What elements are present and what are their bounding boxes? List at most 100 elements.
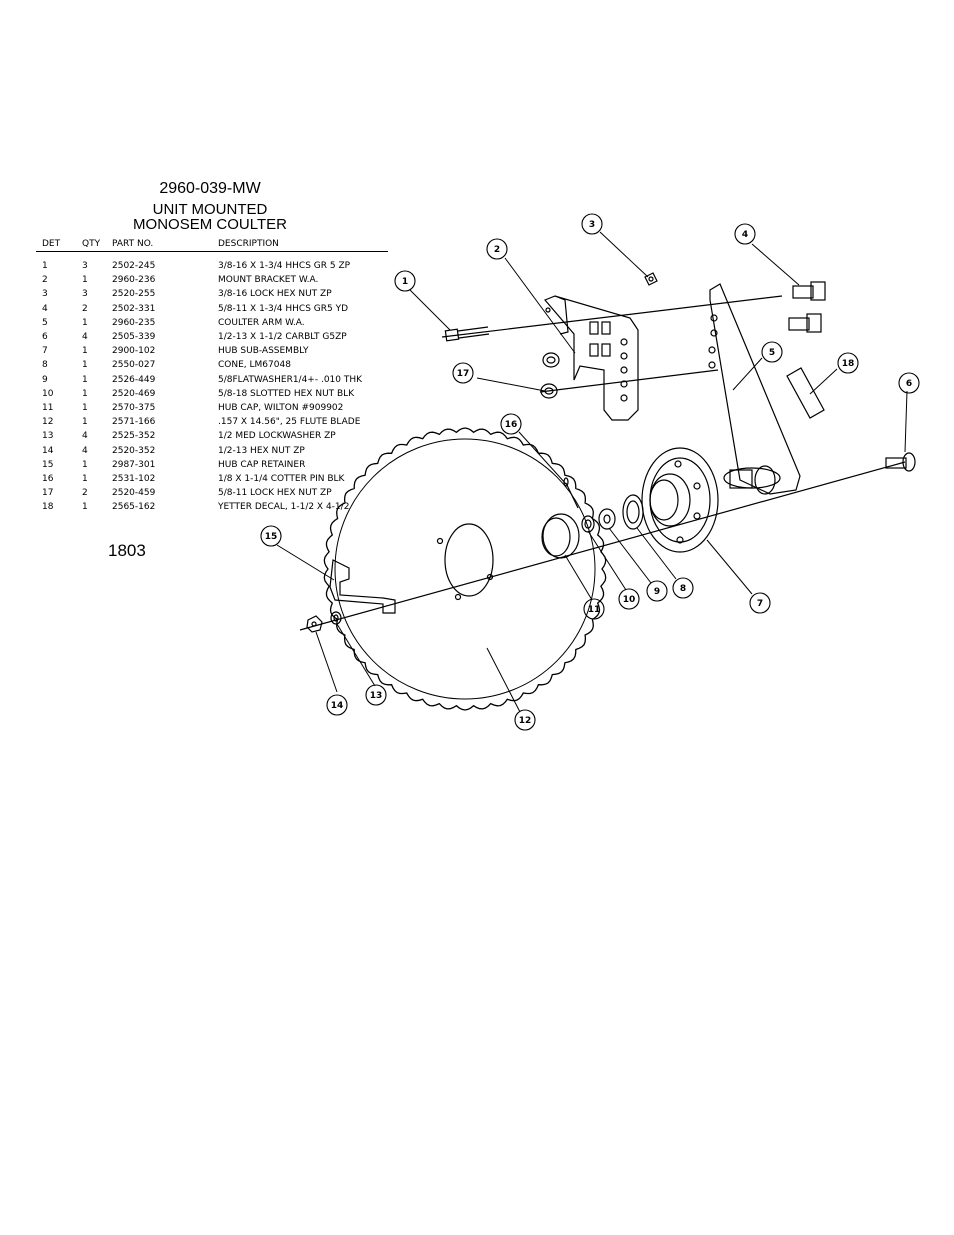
lock-nut-part-3 bbox=[644, 272, 658, 286]
flat-washer-part-9 bbox=[598, 508, 616, 530]
callout-balloon-8: 8 bbox=[672, 577, 694, 599]
cell-det: 1 bbox=[42, 261, 48, 272]
cell-det: 12 bbox=[42, 417, 54, 428]
parts-list-row: 14 4 2520-352 1/2-13 HEX NUT ZP bbox=[36, 443, 388, 457]
cell-det: 4 bbox=[42, 303, 48, 314]
svg-text:13: 13 bbox=[370, 691, 383, 701]
hub-cap-part-11 bbox=[541, 513, 580, 559]
mount-bracket-part-2 bbox=[544, 295, 639, 421]
cell-qty: 1 bbox=[82, 275, 88, 286]
callout-balloon-17: 17 bbox=[452, 362, 474, 384]
cell-description: 1/2 MED LOCKWASHER ZP bbox=[218, 431, 336, 442]
svg-text:4: 4 bbox=[742, 230, 748, 240]
cell-det: 18 bbox=[42, 502, 54, 513]
header-description: DESCRIPTION bbox=[218, 239, 279, 249]
callout-balloon-7: 7 bbox=[749, 592, 771, 614]
cell-part-no: 2502-245 bbox=[112, 261, 156, 272]
cell-part-no: 2520-459 bbox=[112, 488, 156, 499]
cell-qty: 1 bbox=[82, 417, 88, 428]
cell-qty: 4 bbox=[82, 332, 88, 343]
cell-part-no: 2960-235 bbox=[112, 317, 156, 328]
callout-balloon-16: 16 bbox=[500, 413, 522, 435]
cell-qty: 1 bbox=[82, 374, 88, 385]
cell-description: 1/2-13 X 1-1/2 CARBLT G5ZP bbox=[218, 332, 347, 343]
cell-part-no: 2520-352 bbox=[112, 445, 156, 456]
svg-text:9: 9 bbox=[654, 587, 660, 597]
callout-balloon-12: 12 bbox=[514, 709, 536, 731]
cell-qty: 1 bbox=[82, 346, 88, 357]
cell-part-no: 2900-102 bbox=[112, 346, 156, 357]
cell-description: CONE, LM67048 bbox=[218, 360, 291, 371]
parts-list-row: 8 1 2550-027 CONE, LM67048 bbox=[36, 358, 388, 372]
cell-det: 2 bbox=[42, 275, 48, 286]
cell-qty: 1 bbox=[82, 360, 88, 371]
cell-description: 5/8-11 LOCK HEX NUT ZP bbox=[218, 488, 332, 499]
svg-text:17: 17 bbox=[457, 369, 470, 379]
cell-qty: 4 bbox=[82, 445, 88, 456]
cell-part-no: 2570-375 bbox=[112, 402, 156, 413]
cell-part-no: 2987-301 bbox=[112, 459, 156, 470]
cell-part-no: 2525-352 bbox=[112, 431, 156, 442]
cell-det: 9 bbox=[42, 374, 48, 385]
cell-part-no: 2960-236 bbox=[112, 275, 156, 286]
svg-text:1: 1 bbox=[402, 277, 408, 287]
callout-balloon-14: 14 bbox=[326, 694, 348, 716]
cell-part-no: 2531-102 bbox=[112, 473, 156, 484]
cell-description: 5/8FLATWASHER1/4+- .010 THK bbox=[218, 374, 363, 385]
cell-part-no: 2571-166 bbox=[112, 417, 156, 428]
header-det: DET bbox=[42, 239, 61, 249]
cell-description: .157 X 14.56", 25 FLUTE BLADE bbox=[218, 417, 361, 428]
decal-part-18 bbox=[786, 367, 825, 419]
carriage-bolt-part-6 bbox=[885, 452, 916, 472]
callout-balloon-3: 3 bbox=[581, 213, 603, 235]
callout-balloon-5: 5 bbox=[761, 341, 783, 363]
page-title-part-number: 2960-039-MW bbox=[159, 180, 261, 197]
cell-det: 8 bbox=[42, 360, 48, 371]
cell-part-no: 2526-449 bbox=[112, 374, 156, 385]
svg-text:8: 8 bbox=[680, 584, 686, 594]
cell-description: 1/2-13 HEX NUT ZP bbox=[218, 445, 305, 456]
svg-text:5: 5 bbox=[769, 348, 775, 358]
svg-text:18: 18 bbox=[842, 359, 855, 369]
callout-balloon-4: 4 bbox=[734, 223, 756, 245]
cell-det: 5 bbox=[42, 317, 48, 328]
svg-text:16: 16 bbox=[505, 420, 518, 430]
coulter-arm-part-5 bbox=[708, 283, 801, 495]
cell-det: 16 bbox=[42, 473, 54, 484]
hub-sub-assembly-part-7 bbox=[641, 447, 719, 553]
callout-balloon-2: 2 bbox=[486, 238, 508, 260]
cell-part-no: 2520-469 bbox=[112, 388, 156, 399]
svg-text:12: 12 bbox=[519, 716, 532, 726]
callout-balloon-6: 6 bbox=[898, 372, 920, 394]
parts-list-row: 12 1 2571-166 .157 X 14.56", 25 FLUTE BLADE bbox=[36, 415, 388, 429]
cell-qty: 1 bbox=[82, 473, 88, 484]
bolt-part-1 bbox=[444, 326, 490, 342]
page-title-line-1: UNIT MOUNTED bbox=[152, 201, 268, 218]
cell-qty: 1 bbox=[82, 502, 88, 513]
cell-qty: 2 bbox=[82, 303, 88, 314]
callout-balloon-10: 10 bbox=[618, 588, 640, 610]
cell-det: 14 bbox=[42, 445, 54, 456]
cell-description: COULTER ARM W.A. bbox=[218, 317, 305, 328]
cell-description: MOUNT BRACKET W.A. bbox=[218, 275, 319, 286]
svg-text:7: 7 bbox=[757, 599, 763, 609]
cell-part-no: 2550-027 bbox=[112, 360, 156, 371]
cell-det: 6 bbox=[42, 332, 48, 343]
cell-det: 3 bbox=[42, 289, 48, 300]
cell-part-no: 2565-162 bbox=[112, 502, 156, 513]
header-qty: QTY bbox=[82, 239, 101, 249]
